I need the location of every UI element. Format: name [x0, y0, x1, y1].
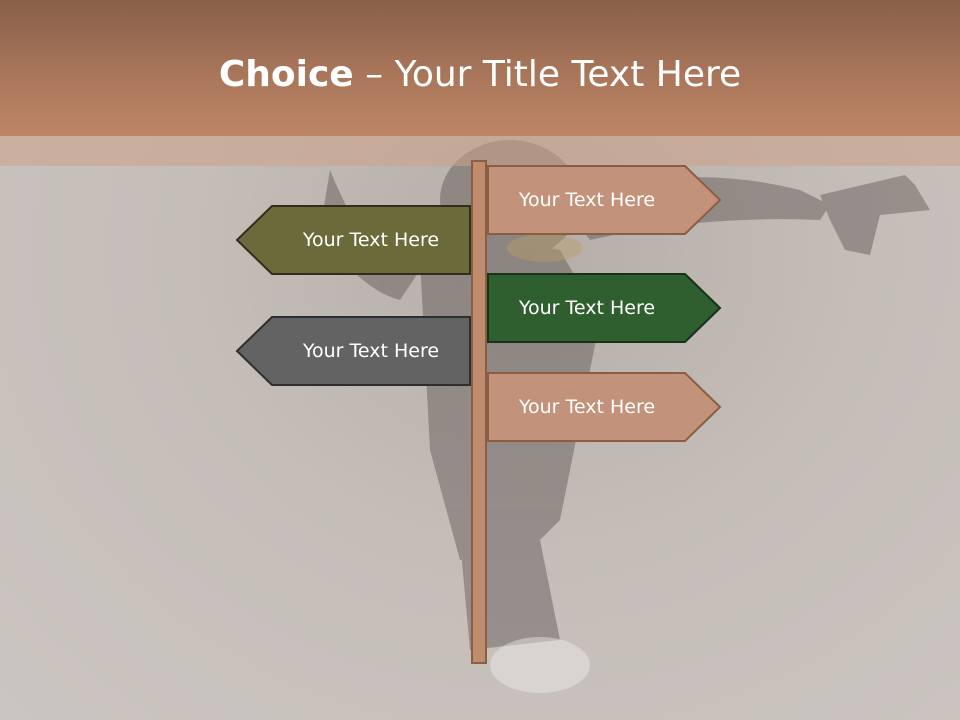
sign-arrow-shape [487, 273, 722, 343]
slide-title-bold[interactable]: Choice [218, 54, 354, 95]
sign-right-3[interactable]: Your Text Here [487, 372, 723, 442]
sign-right-1-label: Your Text Here [518, 189, 656, 211]
sign-right-3-label: Your Text Here [518, 396, 656, 418]
sign-arrow-shape [487, 165, 722, 235]
slide-title[interactable]: Choice – Your Title Text Here [0, 52, 960, 98]
sign-right-3-shape [487, 372, 722, 442]
sign-right-1-shape [487, 165, 722, 235]
sign-left-1[interactable]: Your Text Here [235, 205, 471, 275]
sign-right-2-shape [487, 273, 722, 343]
sign-left-2-shape [235, 316, 471, 386]
sign-left-1-shape [235, 205, 471, 275]
title-bar [0, 0, 960, 136]
signpost-pole [471, 160, 487, 664]
sign-right-2-label: Your Text Here [518, 297, 656, 319]
sign-left-2-label: Your Text Here [302, 340, 440, 362]
sign-arrow-shape [487, 372, 722, 442]
sign-arrow-shape [235, 316, 471, 386]
sign-right-1[interactable]: Your Text Here [487, 165, 723, 235]
sign-right-2[interactable]: Your Text Here [487, 273, 723, 343]
sign-arrow-shape [235, 205, 471, 275]
slide-title-rest[interactable]: – Your Title Text Here [353, 54, 742, 95]
sign-left-2[interactable]: Your Text Here [235, 316, 471, 386]
sign-left-1-label: Your Text Here [302, 229, 440, 251]
